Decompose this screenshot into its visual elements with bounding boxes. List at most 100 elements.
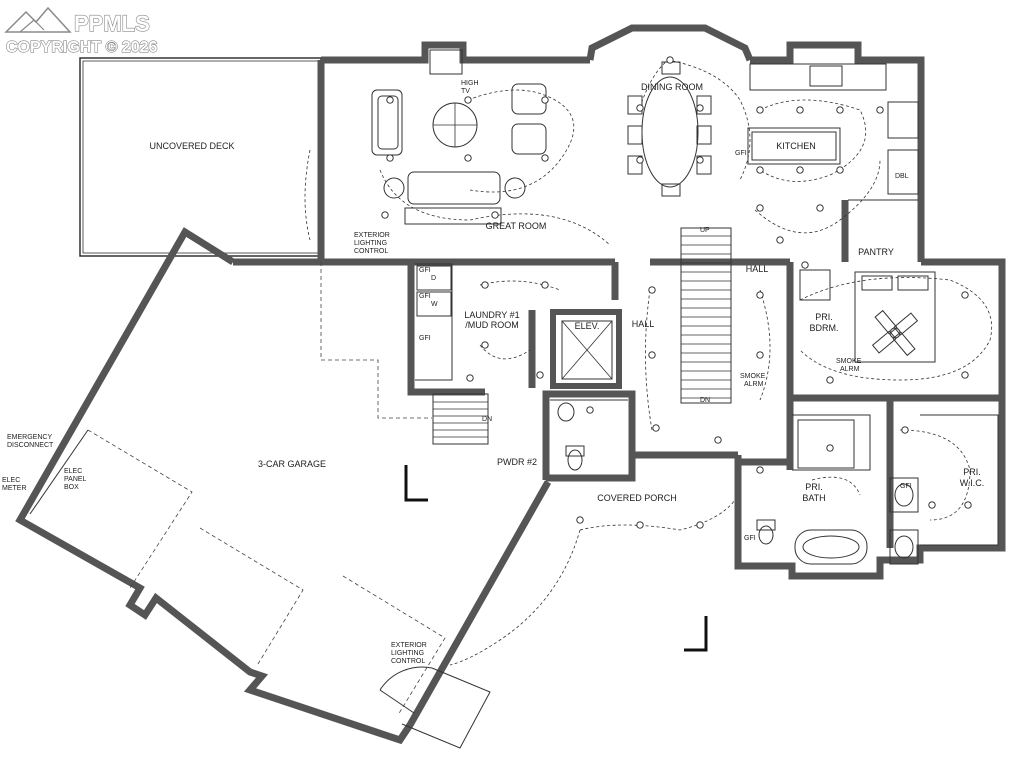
bath-fixtures bbox=[557, 402, 919, 565]
watermark-brand: PPMLS bbox=[74, 11, 150, 36]
ceiling-light-icon bbox=[961, 291, 969, 299]
main-stairs bbox=[680, 227, 732, 404]
label-gfi-bath: GFI bbox=[744, 535, 756, 542]
ceiling-light-icon bbox=[901, 426, 909, 434]
label-gfi-vanity: GFI bbox=[900, 483, 912, 490]
label-smoke-bdrm-line1: SMOKE bbox=[836, 358, 862, 365]
label-dbl-oven: DBL bbox=[895, 173, 909, 180]
ceiling-light-icon bbox=[386, 96, 394, 104]
label-high-tv-line1: HIGH bbox=[461, 80, 479, 87]
ceiling-light-icon bbox=[481, 281, 489, 289]
room-labels: UNCOVERED DECK GREAT ROOM DINING ROOM KI… bbox=[149, 82, 984, 503]
label-great-room: GREAT ROOM bbox=[486, 221, 547, 231]
label-stair-dn: DN bbox=[700, 397, 710, 404]
ceiling-light-icon bbox=[648, 351, 656, 359]
label-gfi-kitchen: GFI bbox=[735, 150, 747, 157]
label-washer: W bbox=[431, 301, 438, 308]
label-stair-up: UP bbox=[700, 227, 710, 234]
ceiling-light-icon bbox=[961, 371, 969, 379]
label-ext-lighting-b3: CONTROL bbox=[391, 658, 425, 665]
label-dryer: D bbox=[431, 275, 436, 282]
label-elec-panel-line3: BOX bbox=[64, 484, 79, 491]
label-kitchen: KITCHEN bbox=[776, 141, 816, 151]
ceiling-light-icon bbox=[541, 281, 549, 289]
ceiling-fan bbox=[871, 309, 919, 357]
ceiling-light-icon bbox=[536, 371, 544, 379]
ceiling-light-icon bbox=[386, 154, 394, 162]
ceiling-light-icon bbox=[714, 436, 722, 444]
label-hall-upper: HALL bbox=[746, 264, 769, 274]
ceiling-light-icon bbox=[801, 261, 809, 269]
label-smoke-hall-line2: ALRM bbox=[744, 381, 764, 388]
ceiling-light-icon bbox=[964, 501, 972, 509]
ceiling-light-icon bbox=[648, 286, 656, 294]
label-gfi-washer: GFI bbox=[419, 293, 431, 300]
label-elec-meter-line1: ELEC bbox=[2, 477, 20, 484]
watermark: PPMLS COPYRIGHT © 2026 bbox=[4, 6, 158, 56]
ceiling-light-icon bbox=[796, 166, 804, 174]
ceiling-light-icon bbox=[696, 104, 704, 112]
annotation-labels: HIGH TV EXTERIOR LIGHTING CONTROL EXTERI… bbox=[2, 80, 912, 665]
ceiling-light-icon bbox=[836, 166, 844, 174]
ceiling-light-icon bbox=[836, 106, 844, 114]
label-pantry: PANTRY bbox=[858, 247, 894, 257]
light-fixtures bbox=[381, 56, 972, 529]
watermark-copyright: COPYRIGHT © 2026 bbox=[6, 39, 157, 56]
ceiling-light-icon bbox=[696, 521, 704, 529]
label-pri-bath-line2: BATH bbox=[802, 493, 825, 503]
ceiling-light-icon bbox=[576, 516, 584, 524]
ceiling-light-icon bbox=[826, 444, 834, 452]
ceiling-light-icon bbox=[381, 211, 389, 219]
ceiling-light-icon bbox=[541, 154, 549, 162]
ceiling-light-icon bbox=[796, 106, 804, 114]
uncovered-deck bbox=[79, 57, 322, 257]
ceiling-light-icon bbox=[876, 106, 884, 114]
ceiling-light-icon bbox=[756, 166, 764, 174]
label-ext-lighting-a1: EXTERIOR bbox=[354, 232, 390, 239]
ceiling-light-icon bbox=[652, 424, 660, 432]
electrical-wiring bbox=[304, 59, 992, 666]
ceiling-light-icon bbox=[464, 96, 472, 104]
ceiling-light-icon bbox=[696, 156, 704, 164]
label-smoke-bdrm-line2: ALRM bbox=[840, 366, 860, 373]
label-elec-panel-line2: PANEL bbox=[64, 476, 87, 483]
ceiling-light-icon bbox=[491, 211, 499, 219]
label-pri-wic-line1: PRI. bbox=[963, 467, 981, 477]
label-ext-lighting-a3: CONTROL bbox=[354, 248, 388, 255]
ceiling-light-icon bbox=[756, 466, 764, 474]
ceiling-light-icon bbox=[666, 56, 674, 64]
label-smoke-hall-line1: SMOKE bbox=[740, 373, 766, 380]
label-pri-bath-line1: PRI. bbox=[805, 482, 823, 492]
primary-bed bbox=[799, 269, 936, 363]
label-laundry-line2: /MUD ROOM bbox=[465, 320, 519, 330]
label-elec-panel-line1: ELEC bbox=[64, 468, 82, 475]
ceiling-light-icon bbox=[756, 351, 764, 359]
label-pri-wic-line2: W.I.C. bbox=[960, 478, 985, 488]
label-elec-meter-line2: METER bbox=[2, 485, 27, 492]
label-ext-lighting-a2: LIGHTING bbox=[354, 240, 387, 247]
label-garage-dn: DN bbox=[482, 416, 492, 423]
ceiling-light-icon bbox=[826, 376, 834, 384]
dimension-markers bbox=[404, 465, 708, 652]
label-laundry-line1: LAUNDRY #1 bbox=[464, 310, 519, 320]
label-powder-room: PWDR #2 bbox=[497, 457, 537, 467]
label-ext-lighting-b1: EXTERIOR bbox=[391, 642, 427, 649]
ceiling-light-icon bbox=[776, 236, 784, 244]
label-emergency-line1: EMERGENCY bbox=[7, 434, 52, 441]
ceiling-light-icon bbox=[636, 156, 644, 164]
label-pri-bedroom-line2: BDRM. bbox=[810, 323, 839, 333]
label-gfi-laundry2: GFI bbox=[419, 335, 431, 342]
garage-stairs bbox=[432, 393, 489, 445]
ceiling-light-icon bbox=[636, 104, 644, 112]
label-uncovered-deck: UNCOVERED DECK bbox=[149, 141, 234, 151]
mountain-logo-icon bbox=[4, 6, 72, 33]
ceiling-light-icon bbox=[756, 291, 764, 299]
interior-walls bbox=[407, 199, 1002, 548]
label-pri-bedroom-line1: PRI. bbox=[815, 312, 833, 322]
ceiling-light-icon bbox=[816, 204, 824, 212]
garage-walls bbox=[15, 227, 552, 749]
exterior-walls bbox=[233, 24, 1006, 580]
label-hall-lower: HALL bbox=[632, 319, 655, 329]
label-ext-lighting-b2: LIGHTING bbox=[391, 650, 424, 657]
